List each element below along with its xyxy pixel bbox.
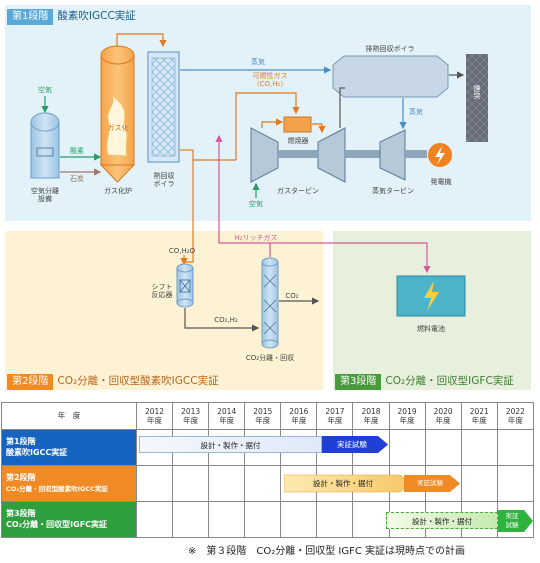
stage1-demo-arrow: [322, 436, 388, 453]
stage1-badge: 第1段階: [7, 9, 54, 25]
stack-label: 煙突: [473, 85, 482, 99]
air-label-1: 空気: [38, 86, 52, 94]
fuel-gas-label: 可燃性ガス （CO,H₂）: [252, 72, 288, 89]
coal-label: 石炭: [70, 175, 84, 183]
stage2-badge: 第2段階: [7, 374, 54, 390]
stage1-design-bar: 設計・製作・据付: [139, 436, 322, 453]
stage2-design-bar: 設計・製作・据付: [313, 479, 373, 488]
air-label-2: 空気: [249, 200, 263, 208]
stage2-demo-bar: 実証試験: [417, 479, 443, 487]
stage2-title-text: CO₂分離・回収型酸素吹IGCC実証: [57, 375, 219, 387]
shift-reactor: [176, 263, 194, 308]
fuel-gas-arrow: [235, 92, 300, 160]
stage1-title-text: 酸素吹IGCC実証: [57, 10, 136, 22]
oxygen-label: 酸素: [70, 147, 84, 155]
h2-rich-arrow: [215, 134, 271, 257]
co2-h2-label: CO₂,H₂: [214, 316, 238, 324]
steam-turbine-label: 蒸気タービン: [372, 187, 414, 195]
fuel-cell-label: 燃料電池: [417, 325, 445, 333]
gas-turbine: [250, 127, 346, 183]
generator-label: 発電機: [430, 178, 452, 186]
co-h2o-label: CO,H₂O: [168, 247, 196, 255]
fuel-cell: [396, 275, 466, 317]
gasifier: [99, 45, 136, 183]
co2-separation-tower: [261, 257, 279, 349]
process-diagram: [30, 33, 488, 349]
stage1-demo-bar: 実証試験: [337, 440, 367, 449]
stage3-design-bar: 設計・製作・据付: [386, 512, 498, 529]
air-separation-unit: [30, 112, 60, 179]
stage1-panel: [5, 5, 531, 221]
hrb-label: 熱回収 ボイラ: [153, 172, 175, 189]
hrsg: [332, 55, 449, 98]
gas-to-boiler-arrow: [116, 33, 167, 48]
h2-rich-label: H₂リッチガス: [234, 234, 278, 242]
stage3-demo-bar: 実証 試験: [505, 512, 519, 529]
gasifier-inner-label: ガス化: [107, 124, 129, 132]
stage3-title-text: CO₂分離・回収型IGFC実証: [385, 375, 514, 387]
hrsg-label: 排熱回収ボイラ: [365, 45, 415, 53]
stack: [466, 54, 488, 142]
combustor-label: 燃焼器: [287, 137, 309, 145]
combustor: [283, 116, 312, 133]
co2-h2-arrow: [184, 308, 260, 332]
generator-icon: [428, 143, 452, 167]
co2-label: CO₂: [285, 292, 299, 300]
stage1-title: 第1段階酸素吹IGCC実証: [7, 8, 136, 25]
separation-label: CO₂分離・回収: [245, 354, 295, 362]
h2-to-fuelcell-arrow: [270, 242, 431, 274]
stage2-demo-arrow: [404, 475, 460, 492]
shift-label: シフト 反応器: [151, 283, 173, 300]
steam-turbine: [345, 129, 427, 181]
stage1-row-label: 第1段階酸素吹IGCC実証: [1, 429, 137, 466]
steam-label-2: 蒸気: [409, 108, 423, 116]
stage3-demo-arrow: [498, 510, 533, 532]
asu-label: 空気分離 設備: [31, 187, 59, 204]
steam-label-1: 蒸気: [251, 58, 265, 66]
heat-recovery-boiler: [147, 51, 180, 163]
gasifier-label: ガス化炉: [104, 187, 132, 195]
stage3-badge: 第3段階: [335, 374, 382, 390]
header-label: 年 度: [1, 402, 137, 430]
gas-turbine-label: ガスタービン: [277, 187, 319, 195]
footnote: ※ 第３段階 CO₂分離・回収型 IGFC 実証は現時点での計画: [188, 546, 466, 557]
